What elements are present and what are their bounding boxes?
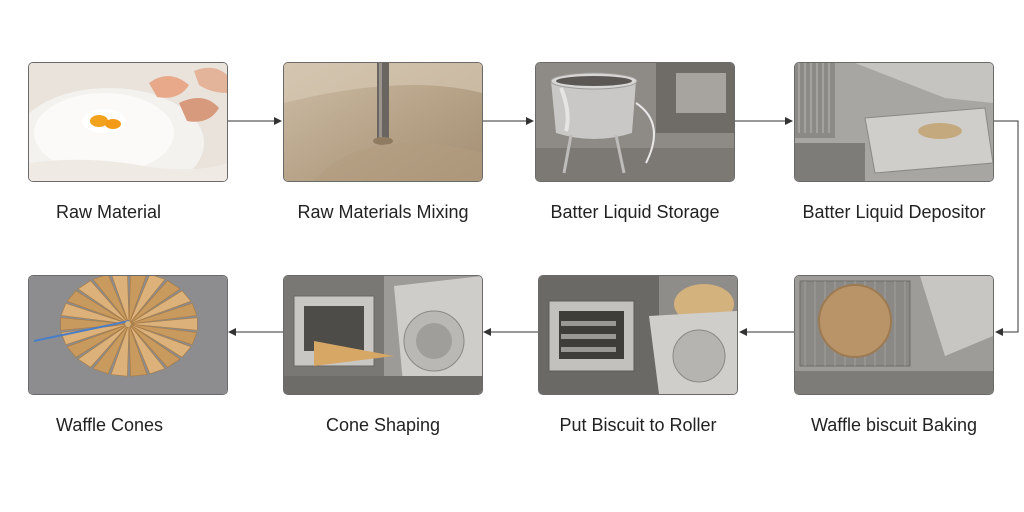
waffle-cone [77, 323, 130, 368]
waffle-cone [111, 276, 130, 325]
step-cone-shaping: Cone Shaping [283, 275, 483, 435]
batter-tank-photo [535, 62, 735, 182]
baking-plate-photo [794, 275, 994, 395]
step-batter-liquid-storage: Batter Liquid Storage [535, 62, 735, 222]
waffle-cone [60, 303, 130, 325]
waffle-cone [128, 276, 166, 325]
waffle-cone [66, 290, 130, 325]
arrow-depositor-to-baking [994, 120, 1019, 336]
waffle-cone [128, 323, 192, 358]
waffle-cones-photo [28, 275, 228, 395]
step-waffle-biscuit-baking: Waffle biscuit Baking [794, 275, 994, 435]
waffle-cone [128, 276, 147, 325]
step-label: Put Biscuit to Roller [559, 415, 717, 435]
step-label: Cone Shaping [325, 415, 441, 435]
waffle-cone [92, 276, 130, 325]
waffle-cone [128, 323, 198, 345]
waffle-cone [128, 317, 198, 331]
step-put-biscuit-to-roller: Put Biscuit to Roller [538, 275, 738, 435]
step-label: Waffle biscuit Baking [810, 415, 978, 435]
depositor-photo [794, 62, 994, 182]
waffle-cone [128, 323, 148, 377]
waffle-cone [128, 323, 181, 368]
step-label: Batter Liquid Depositor [802, 202, 986, 222]
step-label: Raw Materials Mixing [297, 202, 469, 222]
waffle-cone [128, 280, 181, 325]
step-batter-liquid-depositor: Batter Liquid Depositor [794, 62, 994, 222]
waffle-cone [92, 323, 130, 375]
waffle-cone [110, 323, 130, 377]
waffle-cone [66, 323, 130, 358]
flour-eggs-photo [28, 62, 228, 182]
waffle-cone [60, 317, 130, 331]
mixing-photo [283, 62, 483, 182]
step-raw-material: Raw Material [28, 62, 228, 222]
step-label: Waffle Cones [56, 415, 164, 435]
step-label: Raw Material [56, 202, 162, 222]
waffle-cone [128, 290, 192, 325]
waffle-cone [128, 303, 198, 325]
roller-photo [538, 275, 738, 395]
waffle-cone [128, 323, 166, 375]
step-raw-materials-mixing: Raw Materials Mixing [283, 62, 483, 222]
cone-shaping-photo [283, 275, 483, 395]
step-label: Batter Liquid Storage [550, 202, 720, 222]
waffle-cone [77, 280, 130, 325]
step-waffle-cones: Waffle Cones [28, 275, 228, 435]
